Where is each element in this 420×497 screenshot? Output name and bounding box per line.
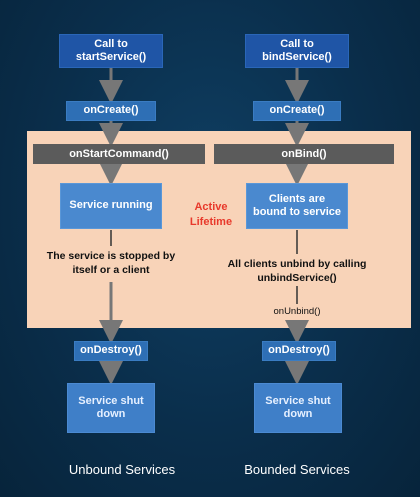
left-service-shut-down-box: Service shut down: [67, 383, 155, 433]
left-service-shut-down-label: Service shut down: [78, 394, 144, 420]
clients-unbind-note: All clients unbind by calling unbindServ…: [227, 258, 367, 285]
call-bind-service-box: Call to bindService(): [245, 34, 349, 68]
on-unbind-label: onUnbind(): [273, 306, 321, 317]
service-running-label: Service running: [69, 199, 153, 212]
left-on-create-label: onCreate(): [83, 104, 139, 117]
on-start-command-band: onStartCommand(): [33, 144, 205, 164]
right-service-shut-down-box: Service shut down: [254, 383, 342, 433]
left-on-destroy-box: onDestroy(): [74, 341, 148, 361]
on-bind-label: onBind(): [281, 148, 327, 160]
call-bind-service-label: Call to bindService(): [262, 37, 332, 63]
left-on-create-box: onCreate(): [66, 101, 156, 121]
clients-bound-label: Clients are bound to service: [252, 192, 342, 218]
right-on-destroy-label: onDestroy(): [268, 344, 330, 357]
call-start-service-label: Call to startService(): [75, 37, 147, 63]
left-on-destroy-label: onDestroy(): [80, 344, 142, 357]
bounded-services-title: Bounded Services: [244, 462, 350, 477]
right-on-destroy-box: onDestroy(): [262, 341, 336, 361]
call-start-service-box: Call to startService(): [59, 34, 163, 68]
right-on-create-label: onCreate(): [269, 104, 325, 117]
service-stopped-note: The service is stopped by itself or a cl…: [46, 250, 176, 277]
clients-bound-box: Clients are bound to service: [246, 183, 348, 229]
service-running-box: Service running: [60, 183, 162, 229]
right-service-shut-down-label: Service shut down: [265, 394, 331, 420]
unbound-services-title: Unbound Services: [68, 462, 176, 477]
right-on-create-box: onCreate(): [253, 101, 341, 121]
on-start-command-label: onStartCommand(): [69, 148, 169, 160]
on-bind-band: onBind(): [214, 144, 394, 164]
active-lifetime-label: Active Lifetime: [189, 201, 233, 228]
